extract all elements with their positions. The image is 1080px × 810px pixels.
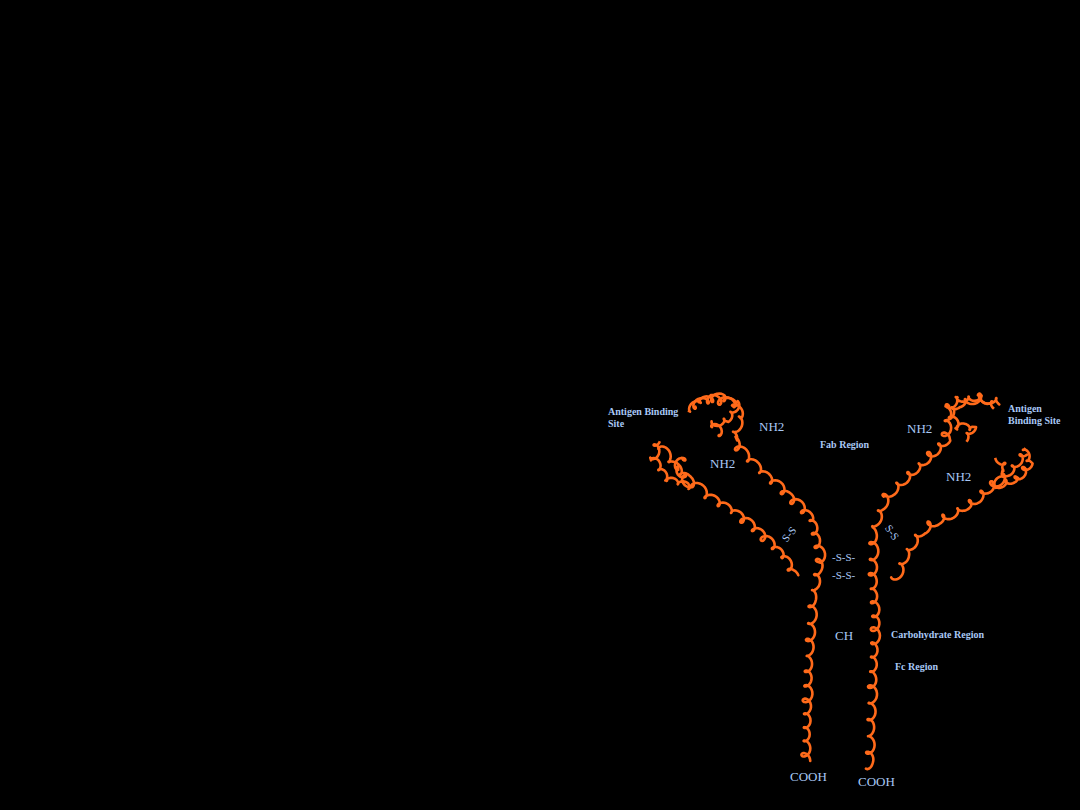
- light-chain: [891, 454, 1027, 579]
- terminus-label: NH2: [905, 422, 934, 437]
- region-label: Antigen Binding Site: [606, 406, 684, 429]
- heavy-chain: [693, 395, 825, 761]
- terminus-label: NH2: [757, 420, 786, 435]
- antigen-loop: [993, 448, 1033, 488]
- antigen-loop: [945, 395, 993, 442]
- bond-label: S-S: [881, 521, 903, 545]
- antigen-loop: [650, 441, 693, 489]
- bond-label: -S-S-: [830, 551, 857, 564]
- region-label: Fc Region: [893, 661, 940, 673]
- terminus-label: COOH: [788, 770, 829, 785]
- bond-label: -S-S-: [830, 569, 857, 582]
- antigen-loop: [688, 393, 740, 436]
- terminus-label: NH2: [708, 457, 737, 472]
- region-label: Fab Region: [818, 439, 871, 451]
- bond-label: S-S: [778, 523, 800, 546]
- carbohydrate-label: CH: [833, 629, 855, 644]
- region-label: Carbohydrate Region: [889, 629, 986, 641]
- heavy-chain: [866, 394, 999, 769]
- terminus-label: NH2: [944, 470, 973, 485]
- terminus-label: COOH: [856, 775, 897, 790]
- region-label: Antigen Binding Site: [1006, 403, 1076, 426]
